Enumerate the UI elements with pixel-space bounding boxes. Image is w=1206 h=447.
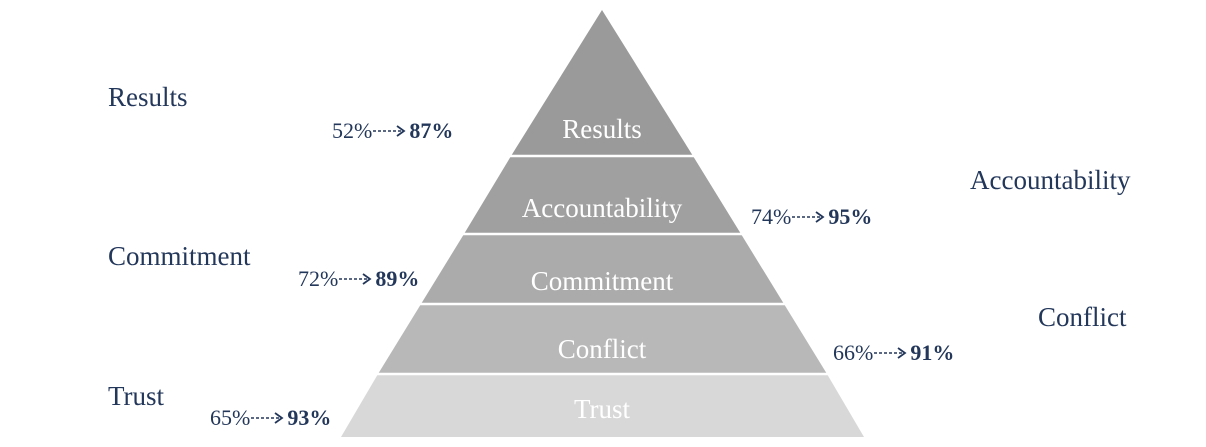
tier-label-accountability: Accountability [522,193,683,223]
tier-label-conflict: Conflict [558,334,647,364]
dashed-arrow-icon [373,125,406,137]
pyramid-tier-results [511,10,693,156]
dashed-arrow-icon [339,273,372,285]
side-label-conflict: Conflict [1038,302,1127,332]
metric-before: 65% [210,405,251,430]
metric-after: 91% [910,340,955,365]
pyramid-tier-conflict [378,304,827,374]
metric-before: 66% [833,340,874,365]
dashed-arrow-icon [251,412,284,424]
tier-label-trust: Trust [574,394,631,424]
tier-label-results: Results [562,114,642,144]
tier-label-commitment: Commitment [531,266,674,296]
pyramid-tier-commitment [421,234,784,304]
side-label-trust: Trust [108,381,165,411]
side-label-accountability: Accountability [970,165,1131,195]
side-label-results: Results [108,82,188,112]
pyramid-tier-trust [341,374,864,437]
metric-accountability: 74% 95% [751,204,872,230]
metric-after: 89% [375,266,420,291]
metric-conflict: 66% 91% [833,340,954,366]
metric-before: 52% [332,118,373,143]
metric-results: 52% 87% [332,118,453,144]
dashed-arrow-icon [792,211,825,223]
metric-after: 93% [287,405,332,430]
dashed-arrow-icon [874,347,907,359]
metric-after: 95% [828,204,873,229]
metric-before: 72% [298,266,339,291]
metric-before: 74% [751,204,792,229]
metric-after: 87% [409,118,454,143]
side-label-commitment: Commitment [108,241,251,271]
metric-trust: 65% 93% [210,405,331,431]
pyramid-tier-accountability [464,156,741,234]
metric-commitment: 72% 89% [298,266,419,292]
